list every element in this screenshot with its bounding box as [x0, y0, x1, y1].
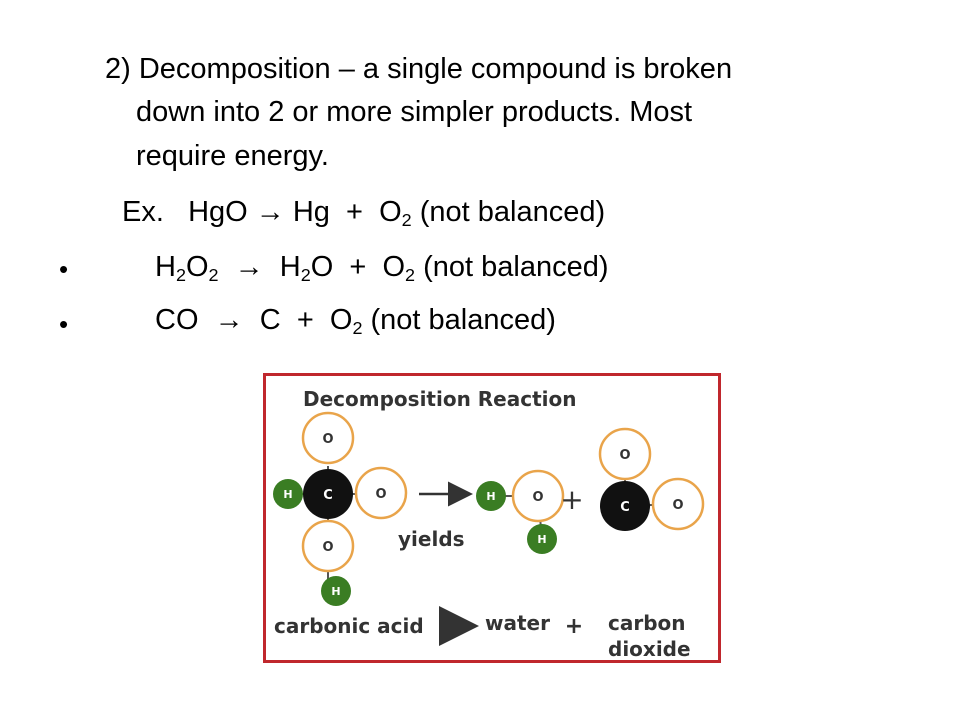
product-1: C — [259, 304, 281, 336]
oxygen-label: O — [672, 498, 683, 513]
oxygen-atom — [511, 469, 565, 523]
carbonic-acid-molecule: O O O C H H — [273, 411, 408, 606]
bullet-dot: • — [59, 254, 69, 284]
oxygen-atom — [301, 411, 355, 465]
water-molecule: O H H — [476, 469, 565, 554]
hydrogen-atom — [476, 481, 506, 511]
oxygen-atom — [301, 519, 355, 573]
product-1: H2O — [279, 251, 334, 286]
hydrogen-atom — [321, 576, 351, 606]
reaction-diagram: Decomposition Reaction O O O C H H yield… — [273, 387, 705, 660]
hydrogen-label: H — [486, 490, 495, 503]
label-carbonic-acid: carbonic acid — [274, 614, 424, 638]
balance-note: (not balanced) — [419, 196, 606, 228]
carbon-label: C — [620, 500, 630, 515]
product-2: O2 — [379, 196, 412, 231]
arrow: → — [214, 304, 244, 336]
balance-note: (not balanced) — [423, 251, 609, 283]
carbon-atom — [303, 469, 353, 519]
carbon-dioxide-molecule: O O C — [598, 427, 705, 531]
arrow: → — [255, 196, 285, 228]
label-carbon: carbon — [608, 611, 686, 635]
label-water: water — [485, 611, 550, 635]
reactant: CO — [155, 304, 199, 336]
bullet-dot: • — [59, 309, 69, 339]
hydrogen-atom — [527, 524, 557, 554]
intro-line-2: down into 2 or more simpler products. Mo… — [136, 96, 693, 128]
intro-line-1: 2) Decomposition – a single compound is … — [105, 53, 733, 85]
oxygen-label: O — [375, 487, 386, 502]
carbon-label: C — [323, 488, 333, 503]
oxygen-atom — [598, 427, 652, 481]
reactant: HgO — [188, 196, 248, 228]
reactant: H2O2 — [155, 251, 219, 286]
balance-note: (not balanced) — [370, 304, 556, 336]
product-1: Hg — [292, 196, 330, 228]
label-dioxide: dioxide — [608, 637, 691, 660]
hydrogen-label: H — [331, 585, 340, 598]
oxygen-label: O — [322, 540, 333, 555]
intro-line-3: require energy. — [136, 140, 329, 172]
carbon-atom — [600, 481, 650, 531]
decomposition-figure: Decomposition Reaction O O O C H H yield… — [263, 373, 721, 663]
oxygen-label: O — [619, 448, 630, 463]
oxygen-label: O — [532, 490, 543, 505]
plus: + — [296, 304, 314, 336]
hydrogen-atom — [273, 479, 303, 509]
oxygen-label: O — [322, 432, 333, 447]
product-2: O2 — [329, 304, 363, 339]
product-2: O2 — [382, 251, 416, 286]
arrow: → — [234, 251, 264, 283]
oxygen-atom — [354, 466, 408, 520]
plus: + — [349, 251, 367, 283]
example-equation-2: H2O2 → H2O + O2 (not balanced) — [155, 250, 609, 285]
hydrogen-label: H — [283, 488, 292, 501]
oxygen-atom — [651, 477, 705, 531]
hydrogen-label: H — [537, 533, 546, 546]
example-equation-1: Ex. HgO → Hg + O2 (not balanced) — [122, 195, 605, 230]
example-prefix: Ex. — [122, 196, 164, 228]
plus-sign: + — [560, 483, 583, 516]
figure-title: Decomposition Reaction — [303, 387, 577, 411]
plus: + — [346, 196, 363, 228]
example-equation-3: CO → C + O2 (not balanced) — [155, 303, 556, 338]
label-plus: + — [565, 614, 583, 639]
yields-label: yields — [398, 527, 465, 551]
